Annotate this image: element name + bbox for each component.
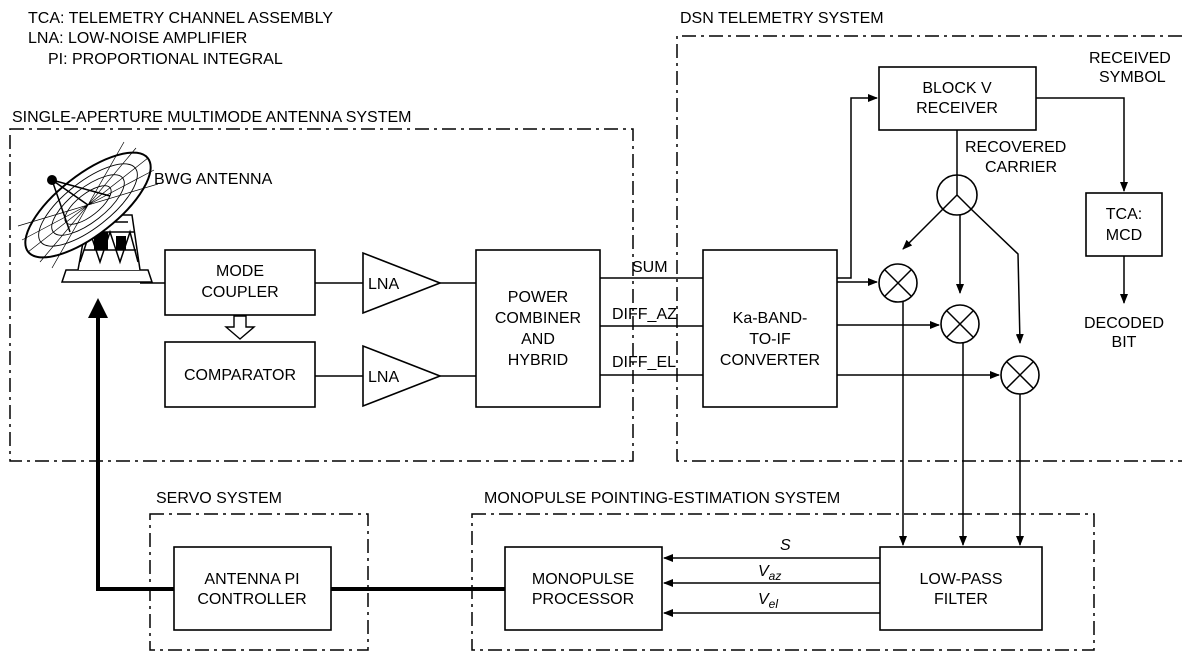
mixer-el xyxy=(1000,355,1040,395)
mixer-az xyxy=(940,304,980,344)
receiver-to-tca-line xyxy=(1036,97,1128,192)
servo-system-boundary xyxy=(149,513,369,651)
vaz-signal-label: Vaz xyxy=(758,563,781,583)
converter-to-receiver-line xyxy=(837,94,878,279)
mode-coupler-block xyxy=(164,249,316,316)
controller-to-antenna-arrowhead xyxy=(88,298,108,318)
recovered-carrier-label-2: CARRIER xyxy=(985,159,1057,176)
controller-to-antenna-line xyxy=(96,318,174,591)
power-combiner-label-2: COMBINER xyxy=(495,310,581,327)
dsn-system-title: DSN TELEMETRY SYSTEM xyxy=(680,10,884,27)
lna-bottom-label: LNA xyxy=(368,369,399,386)
monopulse-processor-label-1: MONOPULSE xyxy=(532,571,634,588)
coupler-to-comparator-arrow xyxy=(224,315,256,340)
decoded-bit-label-1: DECODED xyxy=(1084,315,1164,332)
mixer-sum xyxy=(878,263,918,303)
decoded-bit-label-2: BIT xyxy=(1112,334,1137,351)
power-combiner-label-3: AND xyxy=(521,331,555,348)
s-signal-label: S xyxy=(780,537,791,554)
antenna-pi-controller-block xyxy=(173,546,332,631)
diff-el-label: DIFF_EL xyxy=(612,354,676,371)
converter-label-2: TO-IF xyxy=(749,331,791,348)
tca-label-1: TCA: xyxy=(1106,206,1142,223)
bwg-antenna-label: BWG ANTENNA xyxy=(154,171,273,188)
monopulse-system-boundary xyxy=(471,513,1095,651)
received-symbol-label-1: RECEIVED xyxy=(1089,50,1171,67)
antenna-pi-controller-label-1: ANTENNA PI xyxy=(204,571,299,588)
legend-lna: LNA: LOW-NOISE AMPLIFIER xyxy=(28,30,247,47)
carrier-to-mixer-3-line xyxy=(970,208,1024,344)
receiver-label-2: RECEIVER xyxy=(916,100,998,117)
converter-label-1: Ka-BAND- xyxy=(733,310,808,327)
antenna-pi-controller-label-2: CONTROLLER xyxy=(197,591,306,608)
tca-block xyxy=(1085,192,1163,257)
power-combiner-label-4: HYBRID xyxy=(508,352,568,369)
monopulse-processor-block xyxy=(504,546,663,631)
power-combiner-block xyxy=(475,249,601,408)
servo-system-title: SERVO SYSTEM xyxy=(156,490,282,507)
tca-label-2: MCD xyxy=(1106,227,1142,244)
converter-label-3: CONVERTER xyxy=(720,352,820,369)
antenna-system-title: SINGLE-APERTURE MULTIMODE ANTENNA SYSTEM xyxy=(12,109,411,126)
vel-signal-label: Vel xyxy=(758,591,778,611)
dsn-system-boundary xyxy=(676,35,1182,462)
sum-label: SUM xyxy=(632,259,668,276)
mode-coupler-label-1: MODE xyxy=(216,263,264,280)
low-pass-filter-block xyxy=(879,546,1043,631)
mode-coupler-label-2: COUPLER xyxy=(201,284,278,301)
converter-block xyxy=(702,249,838,408)
power-combiner-label-1: POWER xyxy=(508,289,568,306)
bwg-antenna-picture xyxy=(17,141,159,283)
lna-top-label: LNA xyxy=(368,276,399,293)
legend-pi: PI: PROPORTIONAL INTEGRAL xyxy=(48,51,283,68)
receiver-label-1: BLOCK V xyxy=(922,80,992,97)
received-symbol-label-2: SYMBOL xyxy=(1099,69,1166,86)
antenna-system-boundary xyxy=(9,128,634,462)
receiver-block xyxy=(878,66,1037,131)
monopulse-system-title: MONOPULSE POINTING-ESTIMATION SYSTEM xyxy=(484,490,840,507)
monopulse-processor-label-2: PROCESSOR xyxy=(532,591,634,608)
carrier-splitter xyxy=(936,174,978,216)
comparator-label: COMPARATOR xyxy=(184,367,296,384)
comparator-block xyxy=(164,341,316,408)
diff-az-label: DIFF_AZ xyxy=(612,306,677,323)
recovered-carrier-label-1: RECOVERED xyxy=(965,139,1066,156)
low-pass-filter-label-2: FILTER xyxy=(934,591,988,608)
legend-tca: TCA: TELEMETRY CHANNEL ASSEMBLY xyxy=(28,10,333,27)
carrier-to-mixer-1-line xyxy=(902,208,944,250)
low-pass-filter-label-1: LOW-PASS xyxy=(920,571,1003,588)
